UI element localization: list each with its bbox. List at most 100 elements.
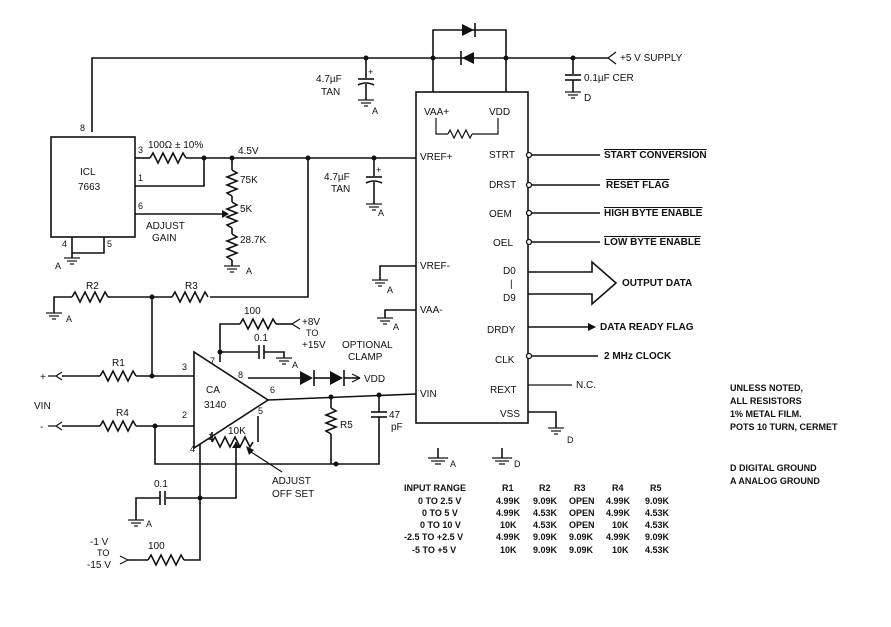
supply-3: +15V [302,340,326,351]
note-line-1: UNLESS NOTED, [730,383,803,393]
diode-upper [462,24,474,36]
pin-vaa-minus: VAA- [420,305,443,316]
table-cell: 4.53K [533,508,558,518]
icl7663-chip [50,136,136,238]
clamp-diode-2 [330,371,343,385]
r2-label: R2 [86,281,99,292]
vin-label: VIN [34,401,51,412]
signal-start: START CONVERSION [604,150,707,161]
pot-ground-a: A [246,266,252,276]
signal-low: LOW BYTE ENABLE [604,237,701,248]
svg-text:A: A [292,360,298,370]
table-cell: 9.09K [533,496,558,506]
neg-supply-2: TO [97,548,109,558]
vss-ground-d: D [567,435,574,445]
table-cell: 9.09K [533,545,558,555]
adjust-offset-1: ADJUST [272,476,311,487]
table-cell: OPEN [569,508,595,518]
pin-drst: DRST [489,180,516,191]
r28k-label: 28.7K [240,235,266,246]
svg-text:+: + [376,165,381,175]
r1-label: R1 [112,358,125,369]
r3-label: R3 [185,281,198,292]
signal-clock: 2 MHz CLOCK [604,351,672,362]
icl-pin4: 4 [62,239,67,249]
adjust-offset-2: OFF SET [272,489,314,500]
table-cell: 10K [500,545,517,555]
resistor-28k [224,233,240,261]
table-cell: 4.99K [606,532,631,542]
r5-label: R5 [340,420,353,431]
table-cell: 9.09K [645,496,670,506]
input-minus: - [40,422,43,433]
resistor-r4 [99,419,137,433]
icl-pin5: 5 [107,239,112,249]
adc-section: VAA+ VDD VREF+ VREF- VAA- VIN STRT DRST … [372,91,574,445]
ca3140-opamp [193,350,270,450]
resistor-100-supply [239,317,277,331]
ground-a-2: A [378,208,384,218]
table-cell: OPEN [569,496,595,506]
ground-symbols: A D [428,448,521,469]
notes-section: UNLESS NOTED, ALL RESISTORS 1% METAL FIL… [730,383,838,486]
opamp-pin7: 7 [210,356,215,366]
table-cell: 0 TO 5 V [422,508,458,518]
table-cell: 4.99K [496,496,521,506]
table-header-r4: R4 [612,483,624,493]
amplifier-section: A R2 R3 R1 + VIN - R4 CA 3140 3 2 7 8 [34,281,417,571]
pin-vss: VSS [500,409,520,420]
clamp-vdd: VDD [364,374,385,385]
pin-vaa-plus: VAA+ [424,107,449,118]
tan-2-label: TAN [331,184,350,195]
legend-digital: D DIGITAL GROUND [730,463,817,473]
signal-high: HIGH BYTE ENABLE [604,208,703,219]
table-cell: 4.99K [496,532,521,542]
reference-section: ICL 7663 8 3 1 6 4 5 A 100Ω ± 10% 4.5V [50,123,416,298]
resistor-r5 [323,407,339,435]
pin-vin: VIN [420,389,437,400]
table-cell: 9.09K [533,532,558,542]
opamp-pin8: 8 [238,370,243,380]
ground-symbol-d: D [514,459,521,469]
resistor-100-ref [149,151,187,165]
pin-d0: D0 [503,266,516,277]
signal-ready: DATA READY FLAG [600,322,694,333]
tan-top-label: TAN [321,87,340,98]
table-header-range: INPUT RANGE [404,483,466,493]
clamp-diode-1 [300,371,313,385]
icl-pin8: 8 [80,123,85,133]
opamp-pin6: 6 [270,385,275,395]
table-cell: 9.09K [569,545,594,555]
r5k-label: 5K [240,204,253,215]
r100-ref-label: 100Ω ± 10% [148,140,203,151]
icl-name-1: ICL [80,167,96,178]
pin-vref-plus: VREF+ [420,152,453,163]
icl-pin1: 1 [138,173,143,183]
note-line-4: POTS 10 TURN, CERMET [730,422,838,432]
table-header-r2: R2 [539,483,551,493]
note-line-2: ALL RESISTORS [730,396,802,406]
table-cell: 10K [612,545,629,555]
table-cell: 9.09K [645,532,670,542]
svg-text:A: A [66,314,72,324]
ca3310-chip [415,91,529,424]
neg-supply-3: -15 V [87,560,111,571]
table-cell: 0 TO 10 V [420,520,461,530]
resistor-r1 [99,369,137,383]
cap-01-label: 0.1 [254,333,268,344]
signal-reset: RESET FLAG [606,180,670,191]
pin-oem: OEM [489,209,512,220]
table-cell: 4.53K [645,520,670,530]
adjust-gain-1: ADJUST [146,221,185,232]
opamp-pin3: 3 [182,362,187,372]
table-cell: 4.99K [496,508,521,518]
cap-47-label: 47 [389,410,401,421]
pin-d9: D9 [503,293,516,304]
pin-oel: OEL [493,238,513,249]
r75k-label: 75K [240,175,258,186]
svg-text:+: + [368,67,373,77]
cap-cer-label: 0.1µF CER [584,73,634,84]
supply-section: +5 V SUPPLY 0.1µF CER D + 4.7µF TAN A [91,23,683,132]
pin-strt: STRT [489,150,515,161]
